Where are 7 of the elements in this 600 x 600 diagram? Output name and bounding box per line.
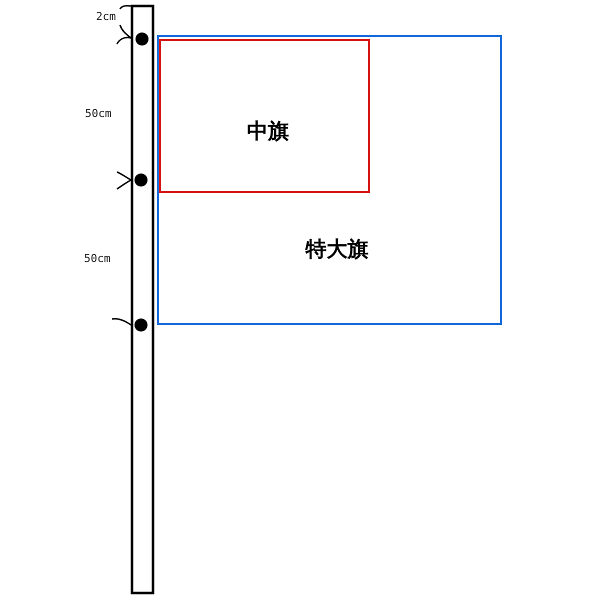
large-flag-outline [157, 35, 502, 325]
medium-flag-outline [159, 39, 370, 193]
dimension-label: 50cm [84, 252, 110, 265]
flag-size-label: 中旗 [247, 118, 289, 145]
dimension-label: 2cm [96, 10, 116, 23]
flag-size-label: 特大旗 [306, 236, 368, 263]
dimension-label: 50cm [85, 107, 112, 120]
